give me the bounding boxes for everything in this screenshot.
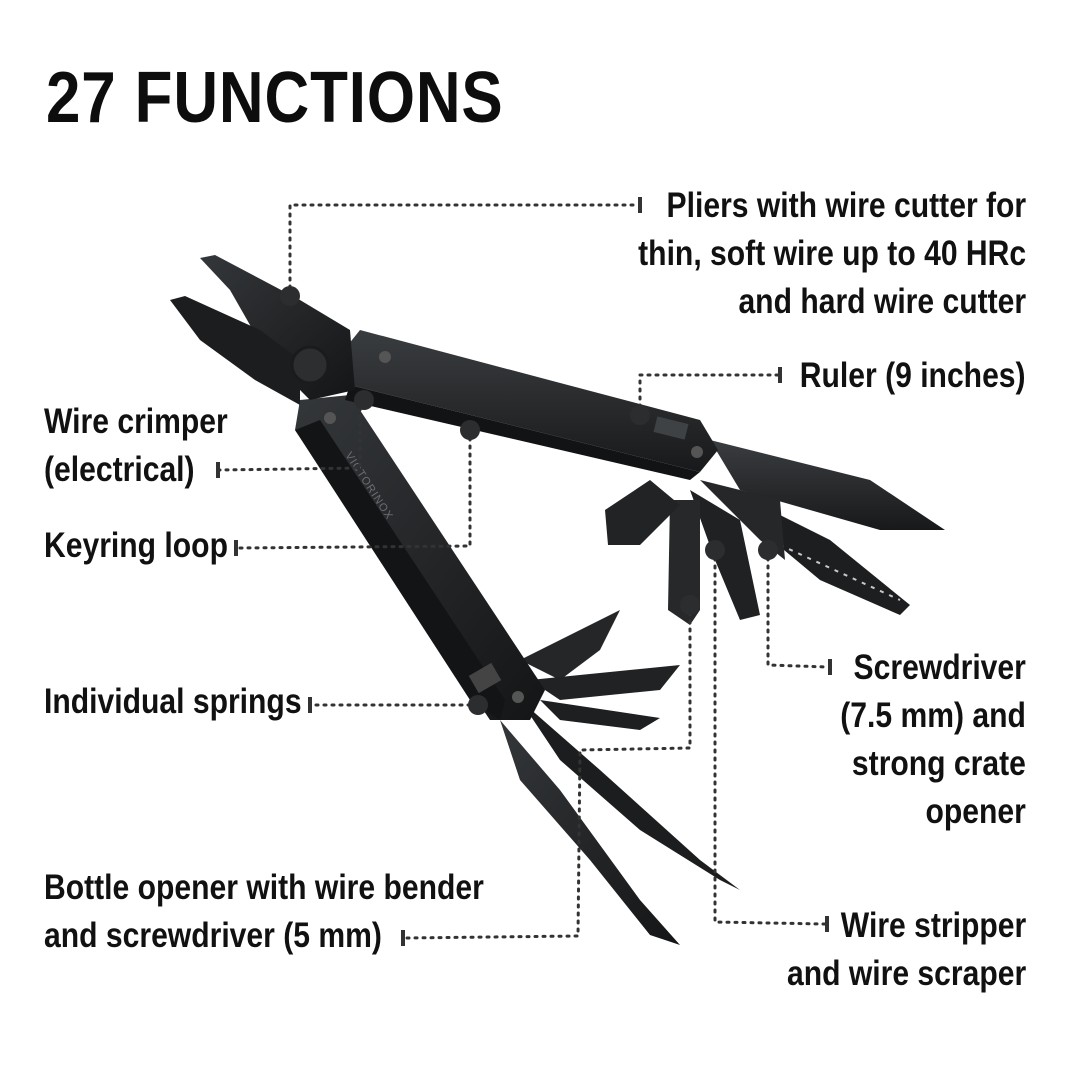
callout-screwdriver: Screwdriver (7.5 mm) and strong crate op… (840, 648, 1026, 831)
lower-blades (500, 610, 740, 945)
right-tool-fan (605, 440, 945, 625)
callout-pliers: Pliers with wire cutter for thin, soft w… (638, 186, 1026, 321)
callout-wire-crimper: Wire crimper (electrical) (44, 402, 228, 489)
upper-handle (340, 330, 718, 480)
plier-head (170, 255, 355, 405)
leader-dots (280, 286, 778, 715)
callout-keyring-loop: Keyring loop (44, 526, 228, 565)
leader-ticks (216, 197, 832, 946)
callout-individual-springs: Individual springs (44, 682, 302, 721)
left-handle (295, 395, 545, 720)
callout-ruler: Ruler (9 inches) (800, 356, 1026, 395)
callout-wire-stripper: Wire stripper and wire scraper (786, 906, 1026, 993)
callout-bottle-opener: Bottle opener with wire bender and screw… (44, 868, 484, 955)
leader-lines (218, 203, 830, 940)
page-title: 27 FUNCTIONS (46, 58, 504, 138)
